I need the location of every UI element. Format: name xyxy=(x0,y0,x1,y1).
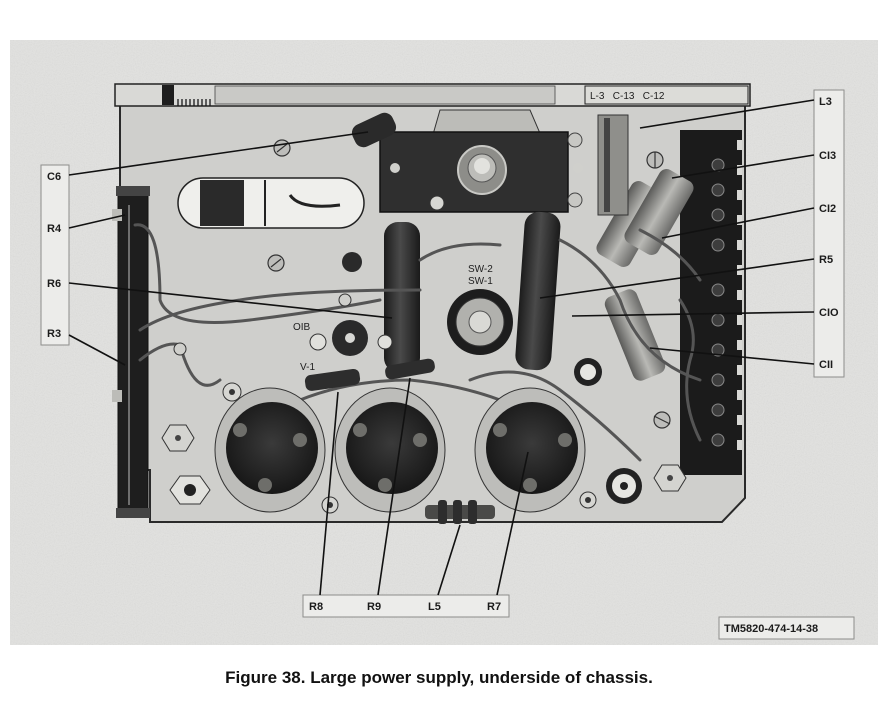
leader-r6 xyxy=(68,282,393,319)
plate-id-box: TM5820-474-14-38 xyxy=(718,616,855,640)
callout-c6: C6 xyxy=(47,171,61,183)
leader-c12 xyxy=(661,207,815,239)
small-socket-v1: OIB V-1 xyxy=(293,320,393,373)
inductor-l5-body xyxy=(425,500,495,524)
switch-bracket xyxy=(379,109,583,213)
leader-lines xyxy=(68,99,815,596)
switch-label-sw1: SW-1 xyxy=(468,276,493,287)
callout-r5: R5 xyxy=(819,254,833,266)
callout-r7: R7 xyxy=(487,601,501,613)
callout-c11: CII xyxy=(819,359,833,371)
leader-c11 xyxy=(649,347,815,365)
figure-caption: Figure 38. Large power supply, underside… xyxy=(225,668,653,687)
tube-label-v1: V-1 xyxy=(300,362,315,373)
leader-c6 xyxy=(68,131,369,176)
callout-r8: R8 xyxy=(309,601,323,613)
leader-l5 xyxy=(437,524,461,596)
terminal-comb-top xyxy=(177,99,211,106)
leader-r9 xyxy=(377,377,411,596)
leader-r7 xyxy=(496,451,529,596)
leader-r5 xyxy=(539,258,815,299)
dial-window xyxy=(177,177,365,229)
chassis: L-3 C-13 C-12 xyxy=(112,83,751,524)
resistor-r5-body xyxy=(515,211,561,371)
solder-lug xyxy=(173,252,362,356)
resistor-r9-body xyxy=(385,358,435,380)
capacitor-c6-body xyxy=(351,112,397,148)
leader-r3 xyxy=(68,334,126,366)
leader-c10 xyxy=(571,311,815,317)
switch-shaft: SW-2 SW-1 xyxy=(447,264,513,355)
capacitor-c13-body xyxy=(624,169,694,255)
switch-label-sw2: SW-2 xyxy=(468,264,493,275)
callout-l3: L3 xyxy=(819,96,832,108)
terminal-strip-right xyxy=(737,140,742,450)
socket-pins xyxy=(233,423,572,492)
leader-r4 xyxy=(68,214,126,229)
tube-socket-2 xyxy=(321,387,446,514)
jacks-left xyxy=(161,424,211,505)
resistor-r3-r4-body xyxy=(112,186,150,518)
tube-socket-1 xyxy=(214,382,326,513)
leader-l3 xyxy=(639,99,815,129)
jacks-right xyxy=(574,358,687,504)
left-callout-box: C6 R4 R6 R3 xyxy=(40,164,70,346)
callout-l5: L5 xyxy=(428,601,441,613)
bottom-callout-box: R8 R9 L5 R7 xyxy=(302,594,510,618)
callout-r9: R9 xyxy=(367,601,381,613)
callout-c10: CIO xyxy=(819,307,839,319)
tube-socket-3 xyxy=(474,387,597,513)
callout-r4: R4 xyxy=(47,223,62,235)
callout-c12: CI2 xyxy=(819,203,836,215)
inductor-l3-body xyxy=(597,114,629,216)
plate-id: TM5820-474-14-38 xyxy=(724,623,818,635)
callout-r3: R3 xyxy=(47,328,61,340)
resistor-r6-body xyxy=(384,222,420,372)
top-strip-label: L-3 C-13 C-12 xyxy=(590,91,665,102)
callout-r6: R6 xyxy=(47,278,61,290)
leader-c13 xyxy=(671,154,815,179)
capacitor-c11-body xyxy=(604,289,666,381)
socket-label: OIB xyxy=(293,322,311,333)
resistor-r8-body xyxy=(304,368,361,391)
callout-c13: CI3 xyxy=(819,150,836,162)
right-callout-box: L3 CI3 CI2 R5 CIO CII xyxy=(813,89,845,378)
leader-r8 xyxy=(319,391,339,596)
